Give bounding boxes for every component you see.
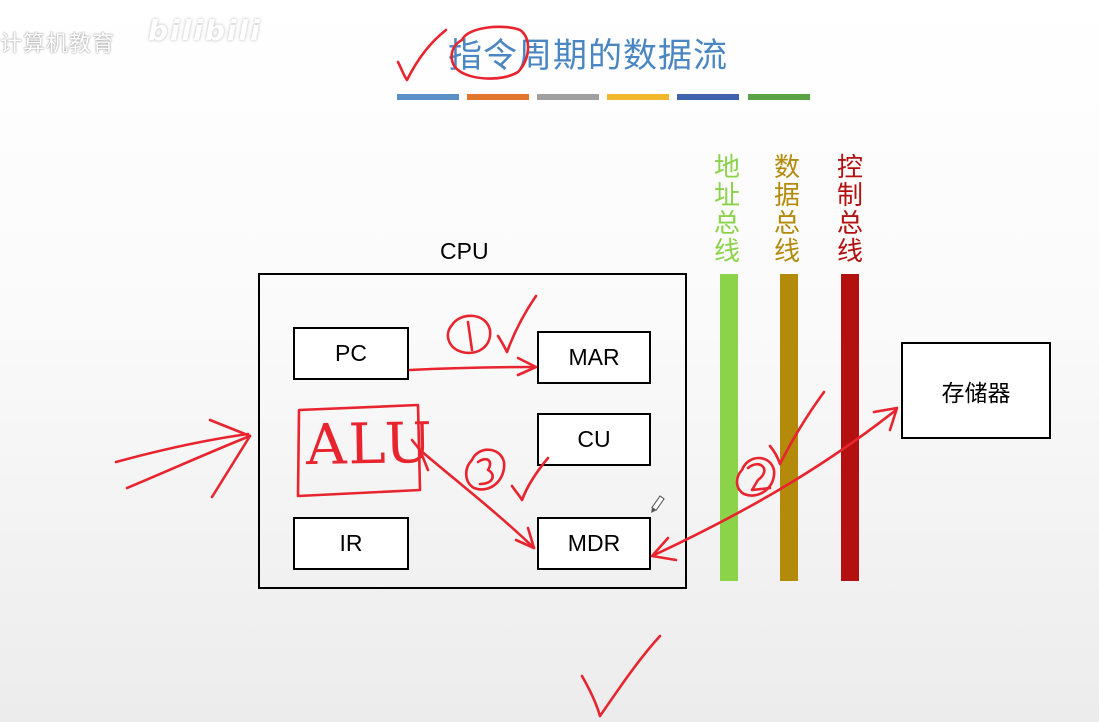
address-bus xyxy=(720,274,738,581)
title-bar-1 xyxy=(397,94,459,100)
alu-box-outline xyxy=(296,403,422,498)
bottom-check-mark xyxy=(580,634,662,718)
title-bar-2 xyxy=(467,94,529,100)
data-bus xyxy=(780,274,798,581)
title-check-mark xyxy=(396,28,448,82)
title-bar-5 xyxy=(677,94,739,100)
title-bar-3 xyxy=(537,94,599,100)
cu-unit: CU xyxy=(537,413,651,466)
step1-check-mark xyxy=(496,294,538,354)
control-bus xyxy=(841,274,859,581)
step2-circle xyxy=(735,456,776,497)
ir-register: IR xyxy=(293,517,409,570)
title-bar-6 xyxy=(748,94,810,100)
pen-cursor-icon xyxy=(651,495,665,513)
data-bus-check-mark xyxy=(768,390,826,466)
cpu-label: CPU xyxy=(440,238,489,264)
pc-register: PC xyxy=(293,327,409,380)
arrow-mdr-memory xyxy=(650,408,898,558)
step3-circle xyxy=(464,448,506,491)
title-circle xyxy=(450,25,530,80)
channel-watermark: 计算机教育 xyxy=(0,32,116,57)
step1-circle xyxy=(446,314,492,355)
cpu-box xyxy=(258,273,687,589)
bilibili-logo-icon: bilibili xyxy=(148,14,262,47)
memory-box: 存储器 xyxy=(901,342,1051,439)
title-bar-4 xyxy=(607,94,669,100)
control-bus-label: 控制总线 xyxy=(836,153,863,267)
mar-register: MAR xyxy=(537,331,651,384)
external-input-arrow xyxy=(114,432,250,464)
mdr-register: MDR xyxy=(537,517,651,570)
cu-check-mark xyxy=(510,456,550,502)
address-bus-label: 地址总线 xyxy=(713,153,740,267)
data-bus-label: 数据总线 xyxy=(773,153,800,267)
arrow-pc-to-mar xyxy=(408,365,537,372)
slide-title: 指令周期的数据流 xyxy=(448,36,728,76)
arrow-alu-mdr xyxy=(418,448,536,550)
